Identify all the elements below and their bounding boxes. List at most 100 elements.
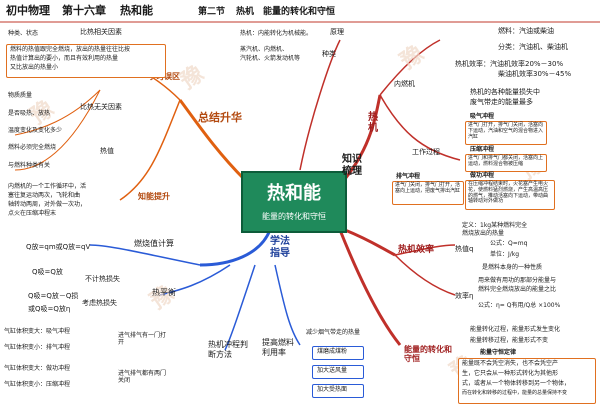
central-title: 热和能 <box>267 183 321 204</box>
eta-def2: 燃料完全燃烧放出的能量之比 <box>478 286 557 293</box>
law-line4: 而在转化和转移的过程中，能量的总量保持不变 <box>462 390 568 396</box>
energy-line2: 能量转移过程，能量形式不变 <box>470 337 549 344</box>
line-principle <box>299 39 341 171</box>
eta-formula: 公式：η= Q有用/Q总 ×100% <box>478 302 561 309</box>
eta-label: 效率η <box>455 292 474 300</box>
item2-box: 燃料的热值跟完全燃烧，放出的热量往往比按 热值计算出的要小，而且有效利用的热量 … <box>6 44 166 78</box>
improve-3-box: 加大送风量 <box>312 365 364 379</box>
line-judge <box>224 264 256 351</box>
energy-law-title: 能量守恒定律 <box>480 349 517 356</box>
improve-2-box: 煤磨成煤粉 <box>312 346 364 360</box>
types-text2: 汽轮机、火箭发动机等 <box>240 55 301 62</box>
efficiency-text2: 柴油机效率30%－45% <box>498 70 572 78</box>
line-no-related <box>14 89 101 136</box>
principle-label: 原理 <box>330 28 344 36</box>
property-text: 是燃料本身的一种性质 <box>482 264 543 271</box>
line-heat <box>14 89 101 171</box>
improve-4-box: 加大受热面 <box>312 384 364 398</box>
fuel-formula: Q放=qm或Q放=qV <box>26 243 91 251</box>
line-fuel-calc <box>89 244 201 266</box>
internal-label: 内燃机 <box>394 80 415 88</box>
no-loss-label: 不计热损失 <box>85 275 120 283</box>
judge-v2: 气缸体积变小：排气冲程 <box>4 344 71 351</box>
work-process-label: 工作过程 <box>412 148 440 156</box>
compress-text: 进气门和排气门都关闭，活塞向上运动，燃料混合物被压缩 <box>468 155 544 167</box>
types-text1: 蒸汽机、内燃机、 <box>240 46 289 53</box>
branch-label-engine: 热机 <box>368 112 378 134</box>
formula-text: 公式：Q=mq <box>490 240 528 247</box>
line-eta <box>394 254 456 296</box>
section-title: 热机 能量的转化和守恒 <box>236 7 336 17</box>
unit-text: 单位：J/kg <box>490 251 520 258</box>
open-label: 进气排气有一门打开 <box>118 332 167 346</box>
improve-2: 煤磨成煤粉 <box>317 348 348 355</box>
types-label: 种类 <box>322 50 336 58</box>
heat-balance-label: 热平衡 <box>152 288 176 297</box>
exhaust-label: 排气冲程 <box>396 173 421 180</box>
item2-line1: 燃料的热值跟完全燃烧，放出的热量往往比按 <box>10 46 131 53</box>
loss-text1: 热机的各种能量损失中 <box>470 88 540 96</box>
section-label: 第二节 <box>198 7 226 17</box>
branch-ability <box>119 99 181 201</box>
ability-line1: 内燃机的一个工作循环中，活 <box>8 183 87 190</box>
judge-v1: 气缸体积变大：吸气冲程 <box>4 328 71 335</box>
judge-v3: 气缸体积变大：做功冲程 <box>4 365 71 372</box>
def-line2: 燃烧放出的热量 <box>462 230 505 237</box>
law-line3: 式，或者从一个物体转移到另一个物体， <box>462 380 571 387</box>
category-text: 分类：汽油机、柴油机 <box>498 43 568 51</box>
ability-line4: 点火在压缩冲程末 <box>8 210 57 217</box>
item1-label: 比热相关因素 <box>80 28 122 36</box>
compress-box: 进气门和排气门都关闭，活塞向上运动，燃料混合物被压缩 <box>465 154 547 172</box>
no-related-2: 是否吸热、放热 <box>8 110 51 117</box>
line-heat-value <box>394 244 456 256</box>
energy-law-box: 能量既不会凭空消失，也不会凭空产 生，它只会从一种形式转化为其他形 式，或者从一… <box>458 358 596 404</box>
judge-label: 热机冲程判断方法 <box>208 340 248 359</box>
no-related-3: 温度变化及变化多少 <box>8 127 63 134</box>
law-line1: 能量既不会凭空消失，也不会凭空产 <box>462 360 559 367</box>
loss-text2: 废气带走的能量最多 <box>470 98 533 106</box>
law-line2: 生，它只会从一种形式转化为其他形 <box>462 370 559 377</box>
ability-line3: 轴转动两周，对外做一次功， <box>8 201 87 208</box>
item1-text: 种类、状态 <box>8 30 39 37</box>
principle-text: 热机：内能转化为机械能。 <box>240 30 313 37</box>
branch-label-method: 学法指导 <box>270 236 290 259</box>
chapter-label: 第十六章 <box>62 4 106 17</box>
heat-item-1: 燃料必须完全燃烧 <box>8 144 57 151</box>
energy-line1: 能量转化过程，能量形式发生变化 <box>470 326 561 333</box>
ability-label: 知能提升 <box>138 192 170 201</box>
intake-label: 吸气冲程 <box>470 113 495 120</box>
ability-line2: 塞往复运动两次，飞轮和曲 <box>8 192 81 199</box>
branch-label-knowledge: 知识梳理 <box>342 154 362 177</box>
branch-label-energy: 能量的转化和守恒 <box>404 345 452 364</box>
central-topic: 热和能 能量的转化和守恒 <box>241 171 347 233</box>
no-related-label: 比热无关因素 <box>80 103 122 111</box>
fuel-text: 燃料：汽油或柴油 <box>498 27 554 35</box>
loss-formula-2: 或Q吸=Q放η <box>28 305 71 313</box>
compress-label: 压缩冲程 <box>470 146 495 153</box>
power-box: 在压缩冲程结束时，火花塞产生电火花，使燃料猛烈燃烧，产生高温高压的燃气，推动活塞… <box>465 180 555 210</box>
judge-v4: 气缸体积变小：压缩冲程 <box>4 381 71 388</box>
branch-summary <box>178 99 247 182</box>
power-label: 做功冲程 <box>470 172 495 179</box>
item2-line2: 热值计算出的要小，而且有效利用的热量 <box>10 55 119 62</box>
loss-formula-1: Q吸=Q放－Q损 <box>28 292 79 300</box>
branch-method <box>199 229 272 267</box>
heat-item-2: 与燃料种类有关 <box>8 162 51 169</box>
def-line1: 定义：1kg某种燃料完全 <box>462 222 528 229</box>
no-related-1: 物质质量 <box>8 92 33 99</box>
branch-engine <box>338 94 382 186</box>
fuel-calc-label: 燃烧值计算 <box>134 239 174 248</box>
item2-line3: 又比放出的热量小 <box>10 64 59 71</box>
intake-text: 进气门打开，排气门关闭，活塞向下运动，汽油和空气的混合物进入汽缸 <box>468 122 544 140</box>
course-label: 初中物理 <box>6 4 50 17</box>
closed-label: 进气排气都有两门关闭 <box>118 370 167 384</box>
improve-4: 加大受热面 <box>317 386 348 393</box>
loss-label: 考虑热损失 <box>82 299 117 307</box>
intake-box: 进气门打开，排气门关闭，活塞向下运动，汽油和空气的混合物进入汽缸 <box>465 121 547 145</box>
line-process <box>379 94 461 161</box>
central-subtitle: 能量的转化和守恒 <box>262 212 326 221</box>
heat-label: 热值 <box>100 147 114 155</box>
eta-def1: 用来做有用功的那部分能量与 <box>478 277 557 284</box>
